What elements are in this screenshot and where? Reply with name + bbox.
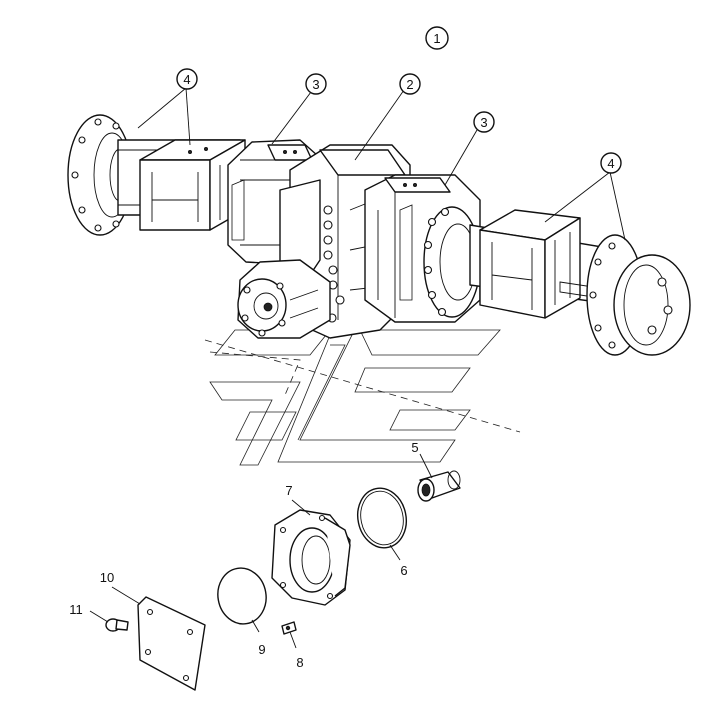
svg-text:6: 6 (400, 563, 407, 578)
flange-bolt-hole (78, 136, 86, 144)
svg-text:1: 1 (433, 31, 440, 46)
right-wheel-hub (613, 254, 691, 356)
svg-text:4: 4 (607, 156, 614, 171)
part-10-cover-plate (137, 596, 206, 691)
callout-6: 6 (400, 563, 407, 578)
flange-bolt-hole (78, 206, 86, 214)
callout-11: 11 (69, 602, 83, 617)
callout-9: 9 (258, 642, 265, 657)
flange-bolt-hole (94, 118, 102, 126)
flange-bolt-hole (94, 224, 102, 232)
callout-7: 7 (285, 483, 292, 498)
part-8-bolt (281, 621, 297, 635)
callout-4-right: 4 (600, 152, 622, 174)
svg-text:5: 5 (411, 440, 418, 455)
watermark-logo (204, 329, 521, 466)
leader-lines (89, 87, 626, 649)
svg-text:3: 3 (480, 115, 487, 130)
part-9-gasket (217, 567, 267, 625)
svg-text:10: 10 (100, 570, 114, 585)
callout-3-left: 3 (305, 73, 327, 95)
right-brake-housing (364, 174, 481, 323)
callout-8: 8 (296, 655, 303, 670)
callout-10: 10 (100, 570, 114, 585)
part-6-o-ring (357, 487, 407, 549)
flange-bolt-hole (112, 220, 120, 228)
flange-bolt-hole (71, 171, 79, 179)
svg-text:7: 7 (285, 483, 292, 498)
right-axle-housing (469, 209, 691, 356)
svg-text:11: 11 (69, 602, 83, 617)
part-5-bushing (417, 470, 461, 502)
left-axle-housing (67, 114, 246, 236)
part-11-screw (105, 618, 129, 632)
svg-text:4: 4 (183, 72, 190, 87)
callout-5: 5 (411, 440, 418, 455)
callout-3-right: 3 (473, 111, 495, 133)
callout-1: 1 (425, 26, 449, 50)
svg-text:3: 3 (312, 77, 319, 92)
svg-text:2: 2 (406, 77, 413, 92)
pinion-housing (237, 259, 331, 339)
part-7-cover-housing (271, 509, 351, 606)
callout-2: 2 (399, 73, 421, 95)
callout-4-left: 4 (176, 68, 198, 90)
svg-text:9: 9 (258, 642, 265, 657)
flange-bolt-hole (112, 122, 120, 130)
svg-text:8: 8 (296, 655, 303, 670)
